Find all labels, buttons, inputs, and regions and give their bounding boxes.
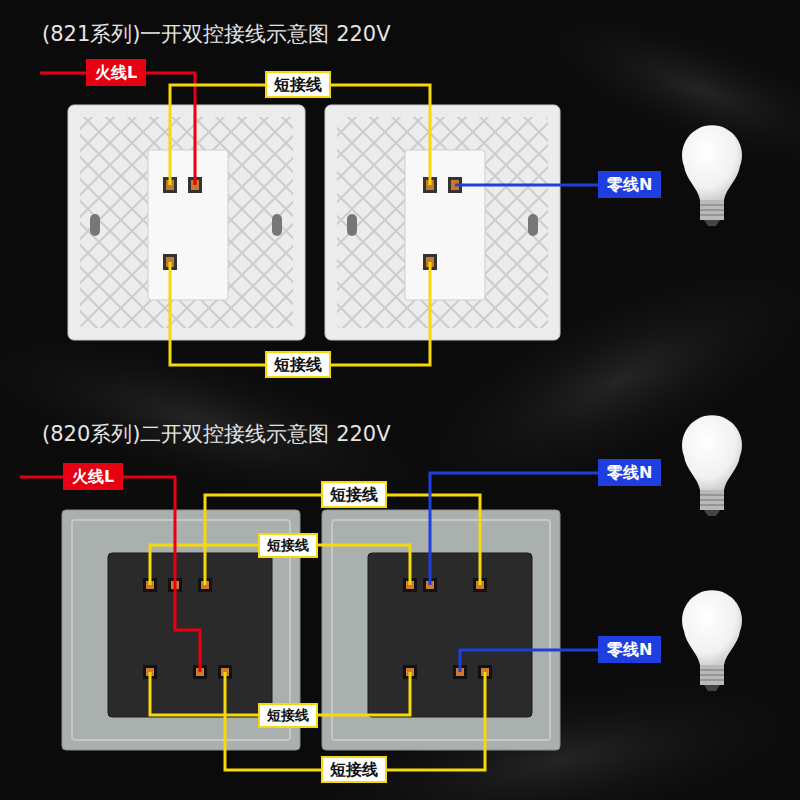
switch-821-right [325,105,560,340]
neutral-wire [430,473,600,585]
wires-820 [20,473,600,770]
tag-text: 火线L [72,467,114,486]
tag-text: 短接线 [267,707,309,724]
switch-module [368,553,532,717]
switch-plate [325,105,560,340]
live-wire-tag: 火线L [86,59,146,86]
light-bulb [682,415,742,516]
tag-text: 短接线 [274,75,322,94]
wires-821 [40,73,600,365]
bulb-base [700,665,724,685]
jumper-wire [205,495,480,585]
switch-821-left [68,105,305,340]
bulb-globe [682,590,742,665]
switch-module [148,150,228,300]
mount-slot [272,214,282,236]
bulb-globe [682,415,742,490]
live-wire [40,73,195,185]
mount-slot [90,214,100,236]
bulb-base [700,490,724,510]
tag-text: 短接线 [330,760,378,779]
plate-frame [332,520,550,740]
bulb-base [700,200,724,220]
bulb-thread [700,670,724,680]
section-heading: (820系列)二开双控接线示意图 220V [42,422,391,447]
mount-slot [528,214,538,236]
mount-slot [347,214,357,236]
bulb-thread [700,205,724,215]
neutral-wire-tag: 零线N [598,171,661,198]
bulb-tip [704,685,720,691]
jumper-tag: 短接线 [265,71,331,98]
tag-text: 零线N [607,175,652,194]
plate-lattice [80,117,293,328]
jumper-tag: 短接线 [258,533,318,558]
neutral-wire-tag: 零线N [598,459,661,486]
switch-module [108,553,272,717]
bulb-thread [700,495,724,505]
jumper-tag: 短接线 [321,481,387,508]
section-heading: (821系列)一开双控接线示意图 220V [42,22,391,47]
tag-text: 零线N [607,463,652,482]
jumper-wire [170,85,430,185]
neutral-wire [455,184,600,187]
live-wire [20,477,200,672]
tag-text: 短接线 [267,537,309,554]
light-bulb [682,125,742,226]
bulb-tip [704,220,720,226]
tag-text: 火线L [95,63,137,82]
neutral-wire [460,650,600,672]
neutral-wire-tag: 零线N [598,636,661,663]
jumper-tag: 短接线 [258,703,318,728]
jumper-tag: 短接线 [321,756,387,783]
switch-module [405,150,485,300]
tag-text: 短接线 [330,485,378,504]
tag-text: 短接线 [274,355,322,374]
light-bulb [682,590,742,691]
jumper-tag: 短接线 [265,351,331,378]
jumper-wire [170,262,430,365]
switch-plate [68,105,305,340]
bulb-globe [682,125,742,200]
live-wire-tag: 火线L [63,463,123,490]
bulb-tip [704,510,720,516]
tag-text: 零线N [607,640,652,659]
plate-lattice [337,117,548,328]
